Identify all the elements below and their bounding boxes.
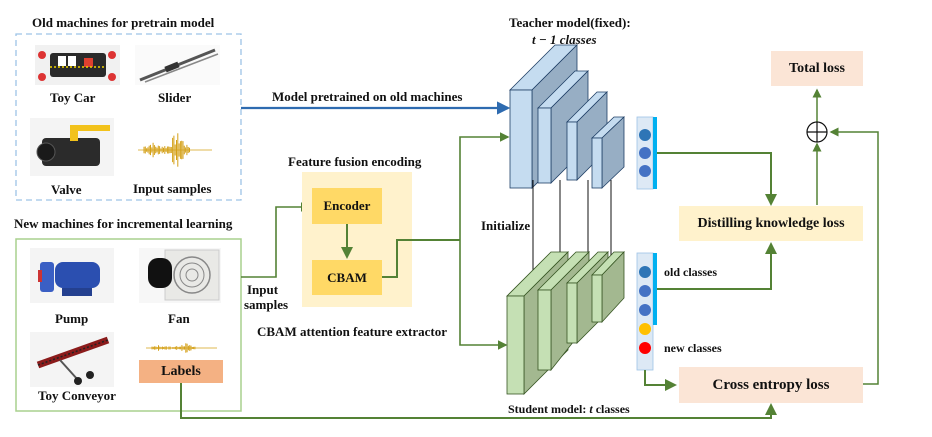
pump-label: Pump bbox=[55, 311, 89, 326]
cbam-to-student-arrow bbox=[459, 240, 508, 350]
input-samples-arrow-label-1: Input bbox=[247, 282, 279, 297]
pump-image bbox=[30, 248, 114, 303]
pretrained-arrow-label: Model pretrained on old machines bbox=[272, 89, 463, 104]
toy-conveyor-label: Toy Conveyor bbox=[38, 388, 116, 403]
new-classes-label: new classes bbox=[664, 341, 722, 355]
student-old-to-distill-arrow bbox=[657, 242, 777, 290]
toy-conveyor-image bbox=[30, 332, 114, 387]
student-caption-suffix: classes bbox=[592, 402, 630, 416]
student-model bbox=[506, 251, 625, 395]
old-classes-label: old classes bbox=[664, 265, 718, 279]
cbam-block: CBAM bbox=[312, 260, 382, 295]
teacher-to-distill-arrow bbox=[657, 152, 777, 206]
student-caption-var: t bbox=[589, 402, 593, 416]
cross-entropy-loss-box: Cross entropy loss bbox=[679, 367, 863, 403]
new-machines-title: New machines for incremental learning bbox=[14, 216, 233, 231]
toy-car-label: Toy Car bbox=[50, 90, 96, 105]
fan-image bbox=[139, 248, 221, 303]
student-output-vector bbox=[636, 252, 657, 371]
student-node-old-3 bbox=[639, 304, 651, 316]
teacher-model bbox=[509, 44, 625, 189]
student-model-caption: Student model: t classes bbox=[508, 403, 630, 415]
teacher-node-1 bbox=[639, 129, 651, 141]
input-samples-label: Input samples bbox=[133, 181, 212, 196]
old-machines-group-border bbox=[15, 33, 242, 201]
sum-operator-icon bbox=[806, 121, 828, 143]
distill-loss-box: Distilling knowledge loss bbox=[679, 206, 863, 241]
labels-to-crossentropy-arrow bbox=[180, 383, 777, 419]
slider-image bbox=[135, 45, 220, 85]
teacher-layer-3 bbox=[566, 91, 608, 181]
fan-label: Fan bbox=[168, 311, 190, 326]
student-layer-4 bbox=[591, 251, 625, 324]
fusion-title: Feature fusion encoding bbox=[288, 154, 422, 169]
teacher-output-vector bbox=[636, 116, 657, 190]
slider-label: Slider bbox=[158, 90, 192, 105]
valve-label: Valve bbox=[51, 182, 82, 197]
student-node-new-2 bbox=[639, 342, 651, 354]
cbam-output-wire bbox=[382, 239, 460, 278]
student-node-new-1 bbox=[639, 323, 651, 335]
input-samples-waveform-image bbox=[138, 133, 212, 167]
teacher-layer-4 bbox=[591, 116, 625, 189]
initialize-label: Initialize bbox=[481, 218, 531, 233]
student-to-crossentropy-arrow bbox=[644, 370, 677, 391]
teacher-model-title: Teacher model(fixed): bbox=[509, 15, 631, 30]
teacher-model-classes: t − 1 classes bbox=[532, 32, 597, 47]
teacher-node-3 bbox=[639, 165, 651, 177]
toy-car-image bbox=[35, 45, 120, 85]
cbam-to-teacher-arrow bbox=[459, 132, 510, 240]
encoder-block: Encoder bbox=[312, 188, 382, 224]
cbam-extractor-caption: CBAM attention feature extractor bbox=[257, 324, 447, 339]
crossentropy-to-sum-arrow bbox=[829, 127, 879, 385]
new-machines-group-border bbox=[15, 238, 242, 412]
student-node-old-1 bbox=[639, 266, 651, 278]
labels-box: Labels bbox=[139, 360, 223, 383]
input-samples-arrow-label-2: samples bbox=[244, 297, 289, 312]
student-caption-prefix: Student model: bbox=[508, 402, 590, 416]
new-samples-waveform-image bbox=[146, 343, 217, 353]
total-loss-box: Total loss bbox=[771, 51, 863, 86]
student-node-old-2 bbox=[639, 285, 651, 297]
teacher-node-2 bbox=[639, 147, 651, 159]
valve-image bbox=[30, 118, 114, 176]
old-machines-title: Old machines for pretrain model bbox=[32, 15, 215, 30]
input-to-encoder-arrow bbox=[241, 202, 311, 278]
